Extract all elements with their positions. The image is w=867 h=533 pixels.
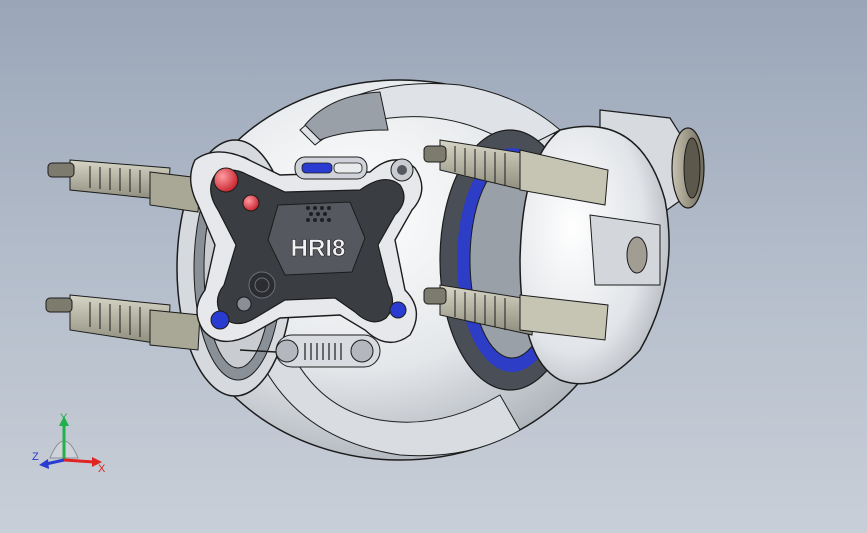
hull-bottom-panel — [259, 349, 521, 457]
axis-triad: Y X Z — [32, 412, 106, 475]
blue-port-left — [210, 310, 230, 330]
left-upper-gun — [47, 159, 201, 213]
blue-port-right — [389, 301, 407, 319]
x-axis-arrow — [63, 458, 95, 464]
z-axis-arrow — [45, 458, 65, 466]
bottom-sensor-pod — [239, 334, 381, 368]
z-axis-label: Z — [32, 451, 39, 463]
y-axis-label: Y — [60, 412, 68, 424]
right-upper-gun — [423, 139, 609, 206]
x-axis-label: X — [98, 463, 106, 475]
red-light-small — [242, 194, 260, 212]
speaker-grille — [306, 206, 331, 222]
red-light-large — [213, 167, 239, 193]
right-lower-gun — [423, 284, 609, 341]
hull-top-window — [304, 91, 389, 141]
left-vent-round — [248, 271, 276, 299]
model-label: HRI8 — [291, 235, 346, 262]
left-lower-gun — [45, 294, 201, 351]
